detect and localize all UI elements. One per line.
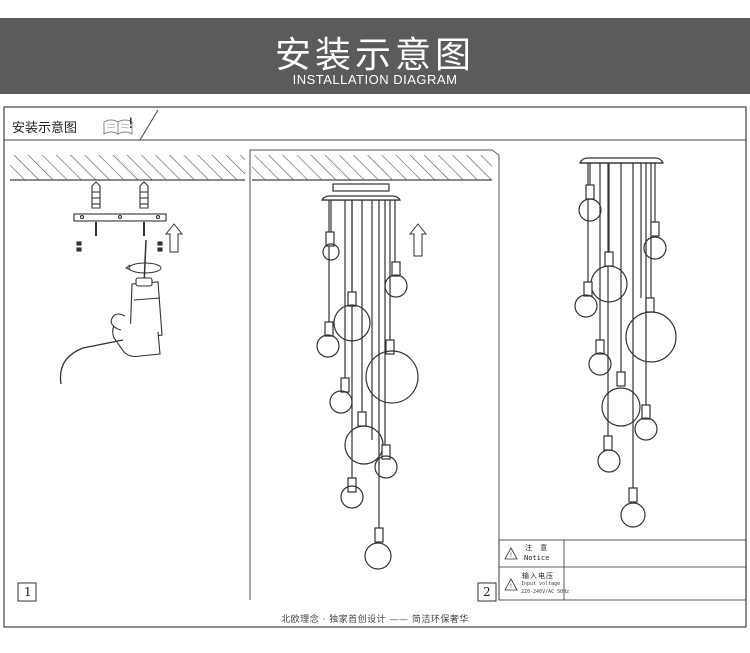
voltage-label-en: Input voltage [521, 581, 561, 587]
svg-text:!: ! [510, 583, 512, 590]
book-icon [103, 119, 133, 135]
step-2-box [477, 582, 497, 602]
title-tab [4, 109, 159, 141]
banner-subtitle: INSTALLATION DIAGRAM [292, 72, 458, 87]
pendant-final [574, 157, 677, 528]
voltage-spec: 220-240V/AC 50Hz [521, 589, 570, 595]
footer-slogan: 北欧理念 · 独家首创设计 —— 简洁环保奢华 [281, 615, 469, 625]
step-1-box [17, 582, 37, 602]
svg-text:!: ! [510, 552, 512, 559]
warning-mark: ! [128, 116, 134, 132]
up-arrow-icon [164, 223, 184, 253]
ceiling-hatch-2 [252, 155, 492, 180]
up-arrow-icon [408, 223, 428, 257]
notice-table [498, 539, 747, 601]
step-1-number: 1 [24, 585, 32, 599]
banner-title: 安装示意图 [274, 35, 475, 76]
ceiling-hatch-1 [10, 155, 245, 180]
notice-title-en: Notice [524, 554, 550, 562]
voltage-label-zh: 输入电压 [522, 572, 554, 580]
header-banner: 安装示意图 INSTALLATION DIAGRAM [0, 18, 750, 94]
notice-title-zh: 注 意 [525, 544, 551, 552]
step-2-number: 2 [483, 585, 491, 599]
mounting-plate [73, 181, 167, 252]
pendant-step2 [316, 183, 419, 570]
drill-icon [59, 239, 163, 385]
panel-title: 安装示意图 [12, 121, 78, 136]
